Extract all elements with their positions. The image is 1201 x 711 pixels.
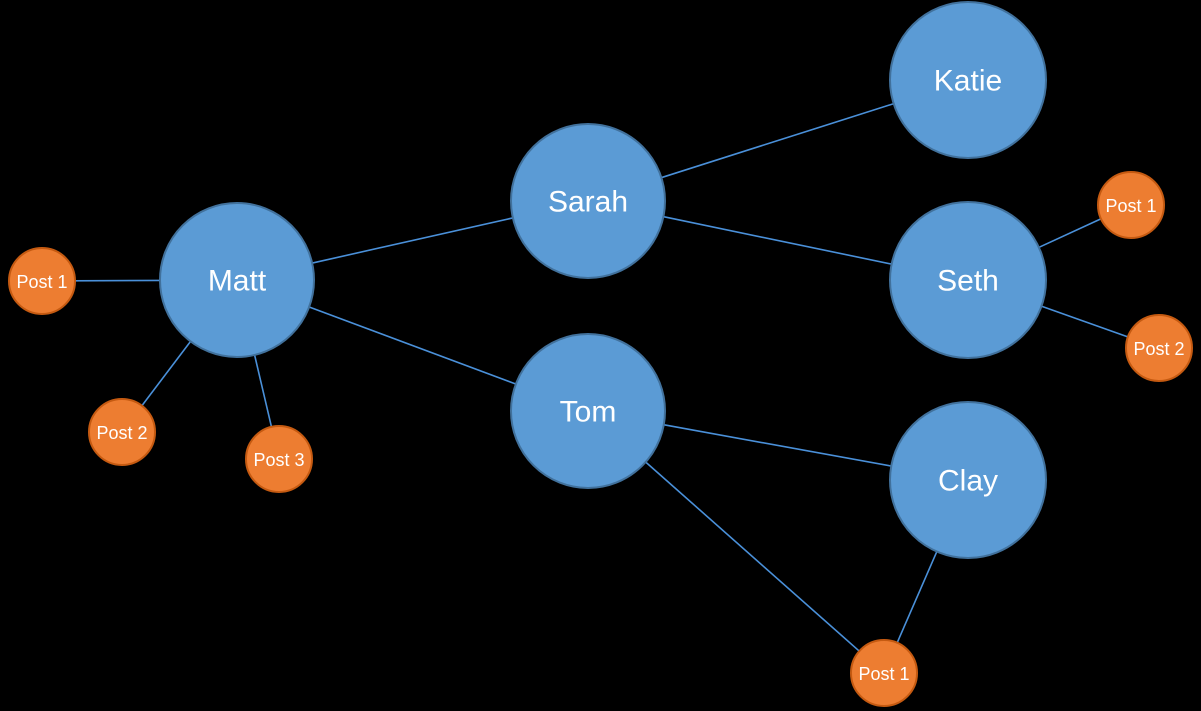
- person-node[interactable]: Sarah: [510, 123, 666, 279]
- post-circle[interactable]: [850, 639, 918, 707]
- person-node[interactable]: Clay: [889, 401, 1047, 559]
- edges-layer: [73, 102, 1130, 653]
- graph-edge: [660, 102, 895, 179]
- person-node[interactable]: Seth: [889, 201, 1047, 359]
- graph-edge: [662, 215, 893, 266]
- post-circle[interactable]: [88, 398, 156, 466]
- person-circle[interactable]: [510, 333, 666, 489]
- graph-edge: [896, 550, 939, 644]
- graph-edge: [1037, 217, 1103, 249]
- graph-edge: [644, 460, 861, 653]
- post-circle[interactable]: [1125, 314, 1193, 382]
- person-node[interactable]: Matt: [159, 202, 315, 358]
- post-node[interactable]: Post 2: [1125, 314, 1193, 382]
- person-node[interactable]: Tom: [510, 333, 666, 489]
- person-node[interactable]: Katie: [889, 1, 1047, 159]
- post-node[interactable]: Post 2: [88, 398, 156, 466]
- person-circle[interactable]: [159, 202, 315, 358]
- graph-edge: [662, 423, 893, 468]
- person-circle[interactable]: [889, 1, 1047, 159]
- graph-edge: [1040, 305, 1130, 339]
- graph-edge: [307, 305, 518, 386]
- person-circle[interactable]: [510, 123, 666, 279]
- post-node[interactable]: Post 1: [8, 247, 76, 315]
- post-circle[interactable]: [1097, 171, 1165, 239]
- graph-edge: [310, 216, 515, 265]
- graph-edge: [140, 340, 192, 407]
- post-circle[interactable]: [245, 425, 313, 493]
- person-circle[interactable]: [889, 401, 1047, 559]
- post-circle[interactable]: [8, 247, 76, 315]
- post-node[interactable]: Post 3: [245, 425, 313, 493]
- post-node[interactable]: Post 1: [1097, 171, 1165, 239]
- graph-edge: [253, 353, 273, 429]
- person-circle[interactable]: [889, 201, 1047, 359]
- post-node[interactable]: Post 1: [850, 639, 918, 707]
